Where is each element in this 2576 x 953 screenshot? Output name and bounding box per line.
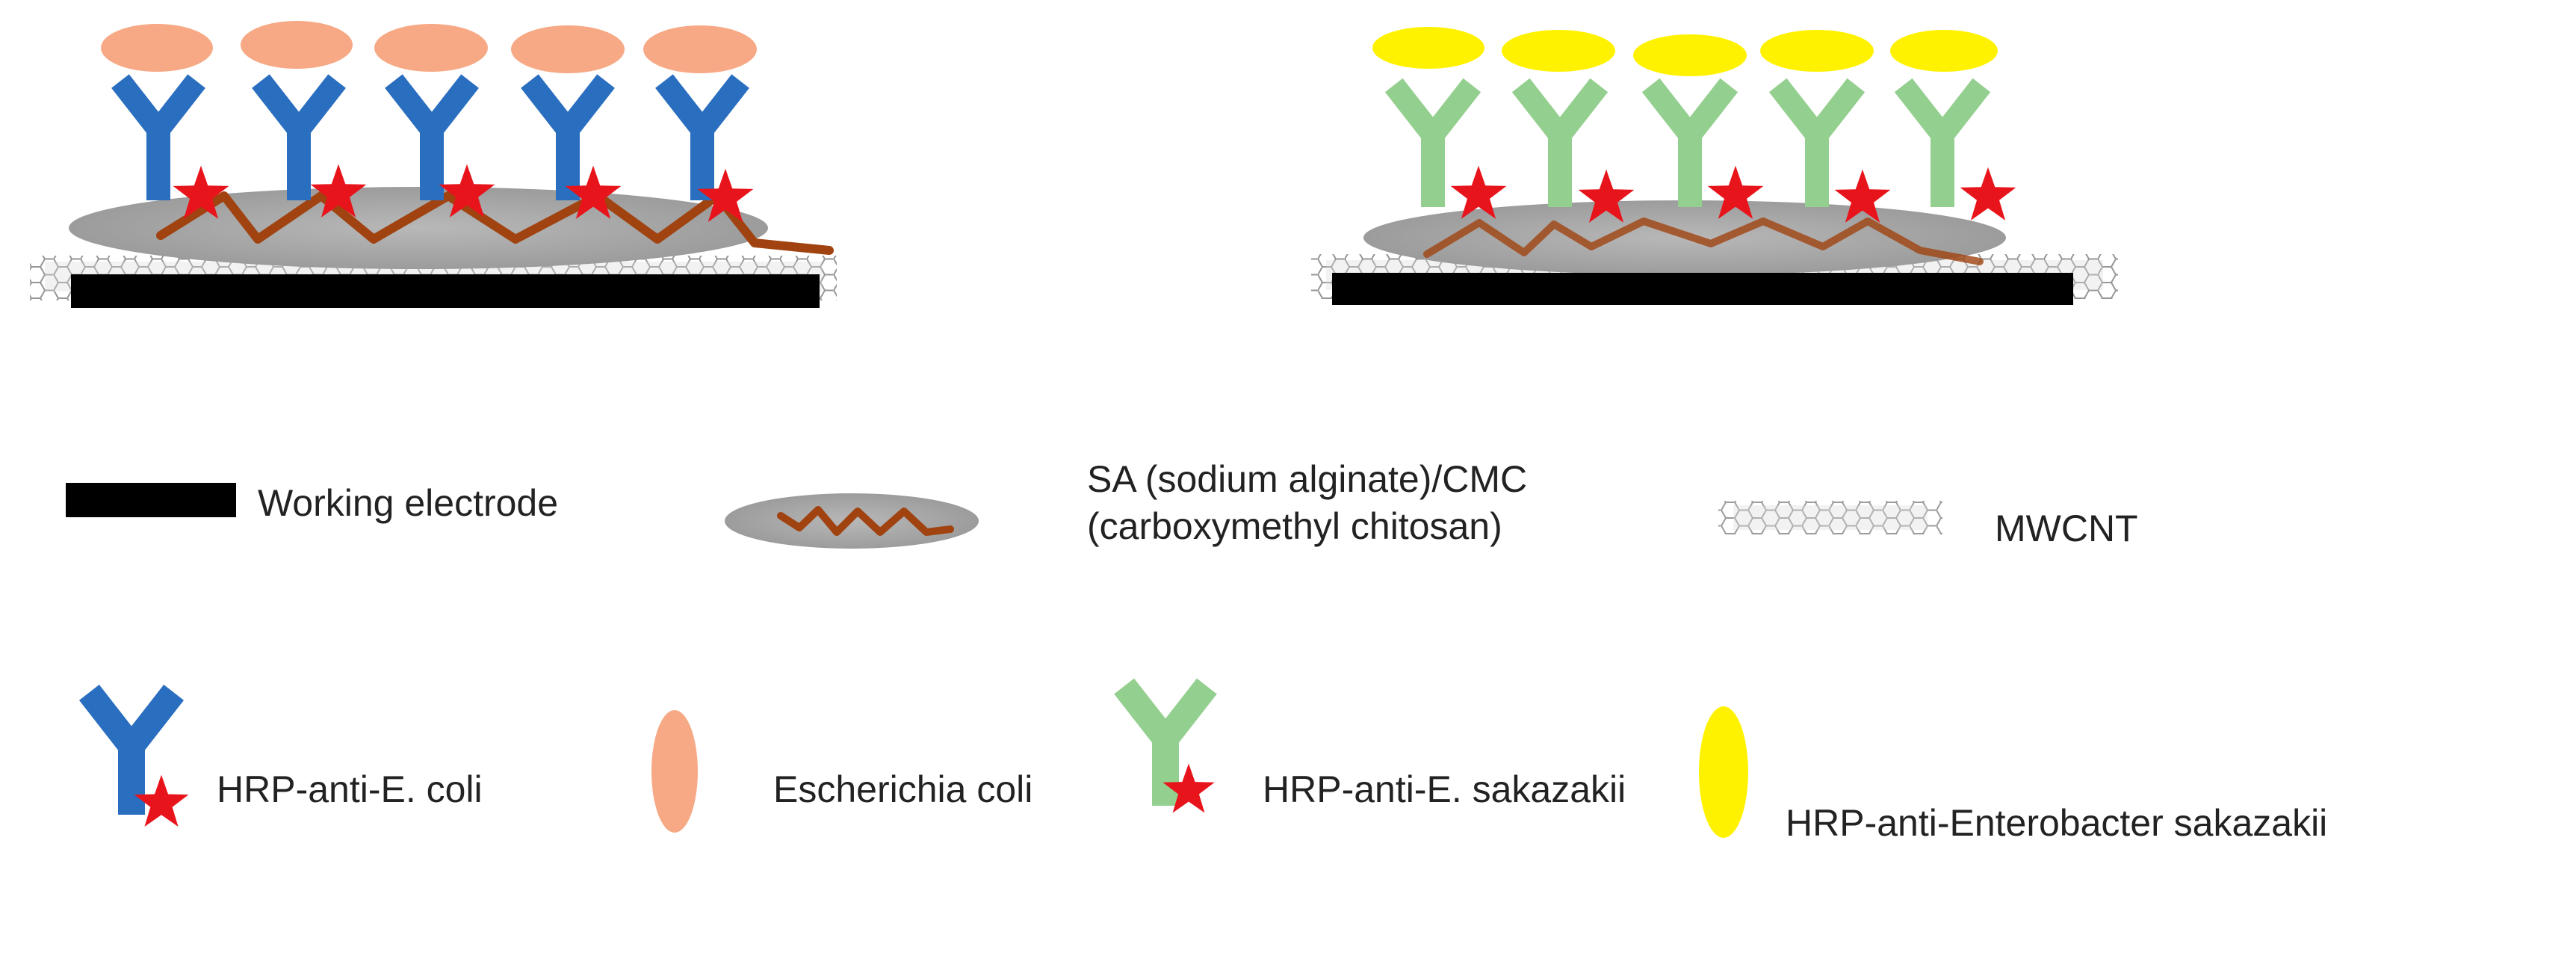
ecoli-bacterium: [511, 25, 625, 73]
legend-working-electrode-swatch: [66, 483, 236, 517]
ecoli-antibody: [252, 74, 346, 200]
legend-label-hrp-anti-esakazakii: HRP-anti-E. sakazakii: [1263, 768, 1626, 810]
esakazakii-electrode-assembly: [1311, 27, 2118, 305]
sa-cmc-blob: [69, 187, 768, 269]
hrp-star: [1960, 167, 2016, 220]
legend-mwcnt-swatch: [1718, 501, 1942, 534]
esakazakii-antibody: [1641, 78, 1739, 207]
ecoli-antibody: [521, 74, 615, 200]
esakazakii-antibody-row: [1384, 78, 1991, 207]
esakazakii-bacterium: [1760, 30, 1874, 72]
esakazakii-bacterium: [1502, 30, 1615, 72]
legend-ecoli-antibody-swatch: [78, 684, 185, 815]
working-electrode: [71, 274, 820, 308]
ecoli-bacterium: [241, 21, 353, 69]
ecoli-bacterium: [374, 24, 488, 72]
working-electrode: [1332, 273, 2073, 305]
esakazakii-bacterium: [1633, 34, 1747, 76]
esakazakii-bacterium: [1890, 30, 1998, 72]
ecoli-bacterium: [643, 25, 757, 73]
legend-label-mwcnt: MWCNT: [1995, 508, 2138, 549]
legend-ecoli-bacterium: [651, 710, 698, 833]
esakazakii-antibody: [1894, 78, 1991, 207]
legend-sa-cmc-swatch: [725, 493, 979, 549]
legend-label-sa-cmc-line2: (carboxymethyl chitosan): [1087, 505, 1502, 547]
legend-label-sa-cmc: SA (sodium alginate)/CMC (carboxymethyl …: [1087, 456, 1527, 549]
ecoli-antibody: [385, 74, 479, 200]
ecoli-antibody-row: [111, 74, 749, 200]
legend-esakazakii-bacterium: [1699, 706, 1748, 838]
esakazakii-bacteria-row: [1372, 27, 1998, 76]
legend-row-1: [66, 483, 1942, 549]
legend-label-hrp-anti-ecoli: HRP-anti-E. coli: [217, 768, 483, 810]
ecoli-antibody: [111, 74, 205, 200]
ecoli-bacterium: [101, 24, 213, 72]
esakazakii-bacterium: [1372, 27, 1484, 69]
esakazakii-antibody: [1384, 78, 1481, 207]
legend-label-hrp-anti-enterobacter: HRP-anti-Enterobacter sakazakii: [1786, 802, 2328, 844]
esakazakii-antibody: [1768, 78, 1866, 207]
legend-label-working-electrode: Working electrode: [258, 482, 559, 524]
legend-row-2: [78, 678, 1748, 838]
ecoli-bacteria-row: [101, 21, 757, 73]
legend-esakazakii-antibody-swatch: [1114, 678, 1217, 806]
ecoli-antibody: [655, 74, 749, 200]
ecoli-electrode-assembly: [30, 21, 837, 308]
legend-label-escherichia-coli: Escherichia coli: [773, 768, 1033, 810]
polymer-chain: [1423, 218, 1984, 265]
esakazakii-antibody: [1511, 78, 1609, 207]
legend-label-sa-cmc-line1: SA (sodium alginate)/CMC: [1087, 458, 1528, 500]
